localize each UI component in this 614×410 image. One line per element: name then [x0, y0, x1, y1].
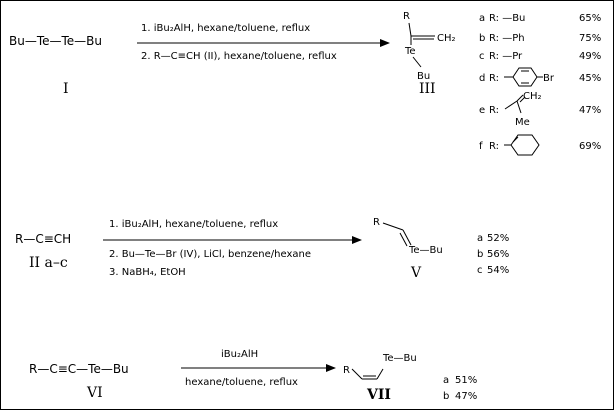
- product-VII-te: Te—Bu: [382, 353, 417, 364]
- yield-2c-value: 54%: [487, 265, 509, 276]
- product-III-ch2: CH₂: [437, 33, 456, 44]
- condition-3-top: iBu₂AlH: [221, 349, 258, 360]
- product-V-structure: R Te—Bu: [373, 217, 443, 256]
- yield-1b-r: R: —Ph: [489, 33, 525, 44]
- yield-1e-value: 47%: [579, 105, 601, 116]
- label-VI: VI: [86, 385, 103, 401]
- condition-1-1: 1. iBu₂AlH, hexane/toluene, reflux: [141, 23, 310, 34]
- yield-2b-value: 56%: [487, 249, 509, 260]
- label-II-a-c: II a–c: [29, 255, 68, 271]
- yield-1e-letter: e: [479, 105, 485, 116]
- scheme-1: Bu—Te—Te—Bu I 1. iBu₂AlH, hexane/toluene…: [9, 11, 601, 156]
- isopropenyl-me: Me: [515, 117, 530, 128]
- product-III-te: Te: [404, 46, 416, 57]
- product-V-r: R: [373, 217, 380, 228]
- yield-1b-letter: b: [479, 33, 485, 44]
- product-III-bu: Bu: [417, 71, 430, 82]
- product-VII-r: R: [343, 365, 350, 376]
- yield-1f-letter: f: [479, 141, 483, 152]
- yield-1d-r: R:: [489, 73, 499, 84]
- yield-1f-value: 69%: [579, 141, 601, 152]
- condition-2-1: 1. iBu₂AlH, hexane/toluene, reflux: [109, 219, 278, 230]
- yield-3b-value: 47%: [455, 391, 477, 402]
- yield-2a-value: 52%: [487, 233, 509, 244]
- yield-table-2: a 52% b 56% c 54%: [477, 233, 509, 276]
- product-V-te: Te—Bu: [408, 245, 443, 256]
- cyclohexenyl-structure: [504, 134, 540, 156]
- scheme-2: R—C≡CH II a–c 1. iBu₂AlH, hexane/toluene…: [15, 217, 509, 281]
- condition-3-bottom: hexane/toluene, reflux: [185, 377, 298, 388]
- isopropenyl-structure: CH₂ Me: [504, 91, 542, 128]
- label-I: I: [63, 81, 69, 97]
- reactant-VI: R—C≡C—Te—Bu: [29, 362, 129, 376]
- yield-3a-value: 51%: [455, 375, 477, 386]
- bromophenyl-structure: Br: [504, 67, 555, 87]
- yield-1d-value: 45%: [579, 73, 601, 84]
- condition-1-2: 2. R—C≡CH (II), hexane/toluene, reflux: [141, 51, 337, 62]
- yield-2c-letter: c: [477, 265, 483, 276]
- yield-2b-letter: b: [477, 249, 483, 260]
- label-V: V: [410, 265, 422, 281]
- yield-1e-r: R:: [489, 105, 499, 116]
- reactant-I: Bu—Te—Te—Bu: [9, 34, 102, 48]
- yield-1c-letter: c: [479, 51, 485, 62]
- product-III-r: R: [403, 11, 410, 22]
- condition-2-2: 2. Bu—Te—Br (IV), LiCl, benzene/hexane: [109, 249, 311, 260]
- yield-1c-r: R: —Pr: [489, 51, 523, 62]
- yield-table-1: a R: —Bu 65% b R: —Ph 75% c R: —Pr 49% d…: [479, 13, 601, 156]
- yield-3a-letter: a: [443, 375, 449, 386]
- yield-table-3: a 51% b 47%: [443, 375, 477, 402]
- label-VII: VII: [366, 387, 391, 403]
- yield-1a-letter: a: [479, 13, 485, 24]
- label-III: III: [419, 81, 436, 97]
- scheme-3: R—C≡C—Te—Bu VI iBu₂AlH hexane/toluene, r…: [29, 349, 477, 403]
- yield-1d-letter: d: [479, 73, 485, 84]
- yield-1b-value: 75%: [579, 33, 601, 44]
- product-VII-structure: R Te—Bu: [343, 353, 417, 380]
- yield-3b-letter: b: [443, 391, 449, 402]
- yield-1f-r: R:: [489, 141, 499, 152]
- yield-2a-letter: a: [477, 233, 483, 244]
- condition-2-3: 3. NaBH₄, EtOH: [109, 267, 186, 278]
- product-III-structure: R CH₂ Te Bu: [403, 11, 456, 82]
- reactant-II: R—C≡CH: [15, 232, 71, 246]
- bromo-label: Br: [543, 73, 555, 84]
- yield-1c-value: 49%: [579, 51, 601, 62]
- yield-1a-value: 65%: [579, 13, 601, 24]
- isopropenyl-ch2: CH₂: [523, 91, 542, 102]
- yield-1a-r: R: —Bu: [489, 13, 525, 24]
